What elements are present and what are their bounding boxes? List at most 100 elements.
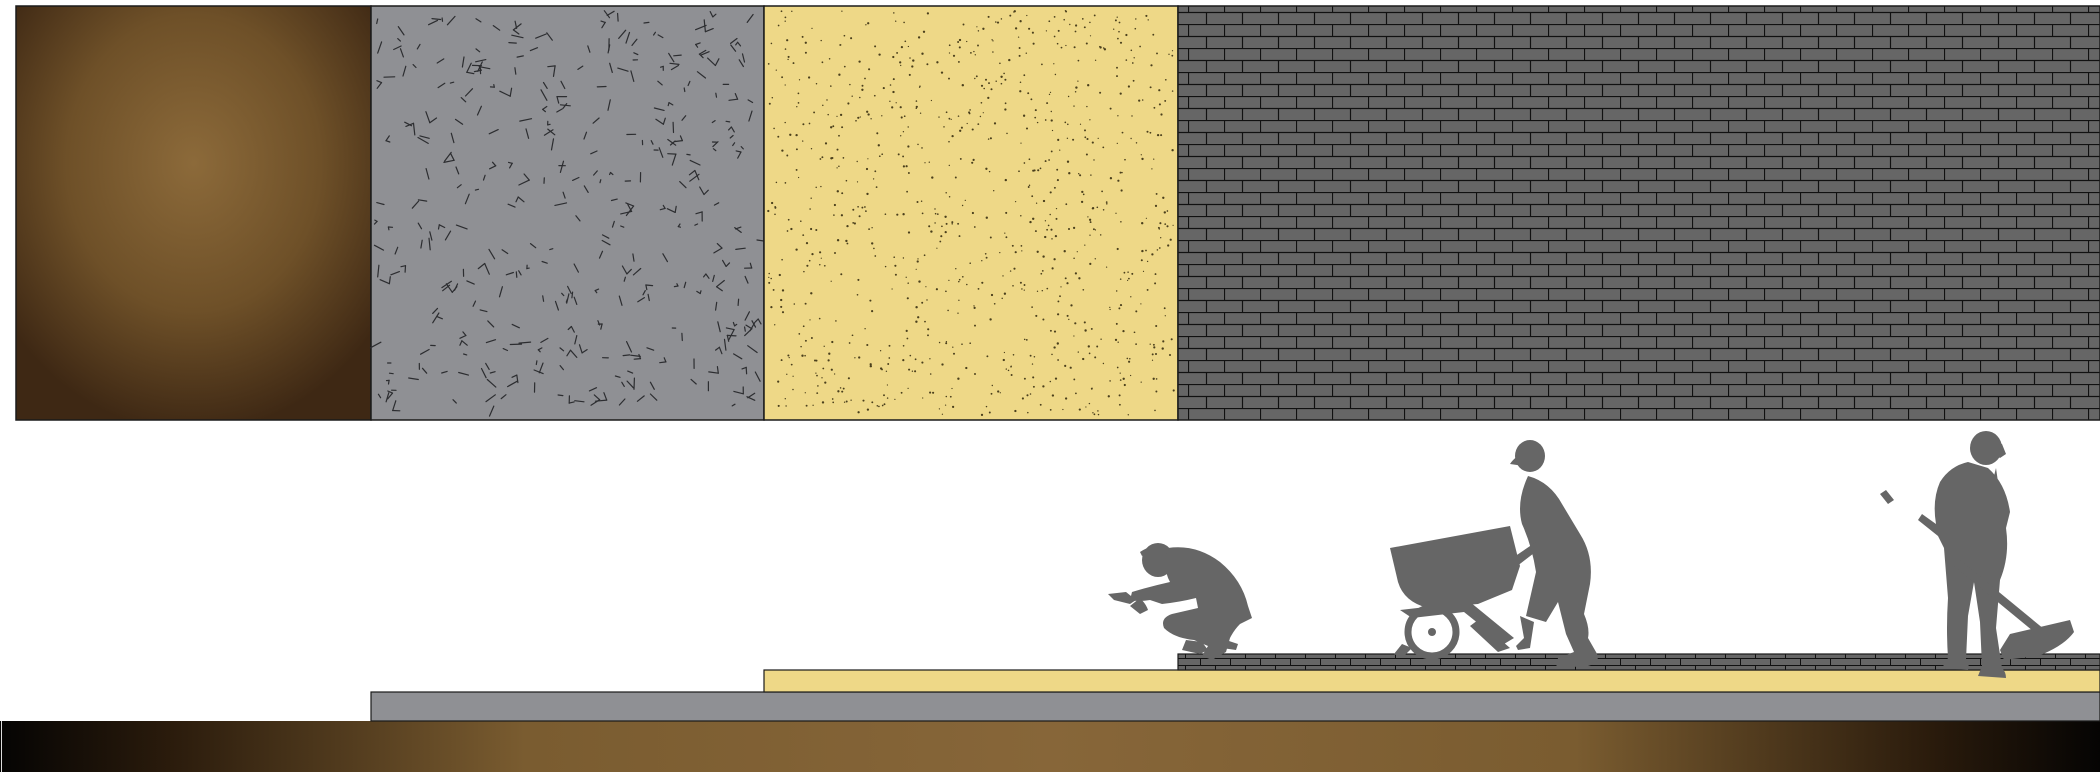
sand-texture-dot bbox=[856, 293, 859, 296]
sand-texture-dot bbox=[1127, 85, 1131, 88]
gravel-texture-mark bbox=[732, 353, 743, 360]
sand-texture-dot bbox=[878, 155, 881, 158]
sand-texture-dot bbox=[943, 126, 945, 128]
sand-texture-dot bbox=[948, 77, 950, 80]
gravel-texture-mark bbox=[757, 318, 762, 325]
sand-texture-dot bbox=[842, 387, 845, 390]
sand-texture-dot bbox=[1129, 374, 1132, 377]
sand-texture-dot bbox=[1127, 271, 1129, 273]
sand-texture-dot bbox=[1150, 64, 1153, 67]
sand-texture-dot bbox=[1118, 21, 1121, 24]
sand-texture-dot bbox=[872, 178, 875, 180]
sand-texture-dot bbox=[839, 387, 842, 389]
sand-texture-dot bbox=[1088, 402, 1091, 405]
sand-texture-dot bbox=[1102, 362, 1105, 365]
gravel-texture-mark bbox=[725, 120, 731, 123]
sand-texture-dot bbox=[1019, 281, 1022, 284]
sand-texture-dot bbox=[926, 12, 930, 15]
sand-texture-dot bbox=[894, 264, 897, 267]
sand-texture-dot bbox=[1091, 387, 1093, 389]
sand-texture-dot bbox=[1123, 383, 1126, 387]
sand-texture-dot bbox=[1004, 78, 1007, 81]
sand-texture-dot bbox=[1119, 379, 1122, 381]
sand-texture-dot bbox=[1109, 177, 1113, 180]
sand-texture-dot bbox=[798, 79, 801, 81]
sand-texture-dot bbox=[906, 337, 909, 340]
gravel-texture-mark bbox=[725, 262, 731, 267]
gravel-texture-mark bbox=[464, 193, 470, 205]
sand-texture-dot bbox=[883, 403, 886, 406]
gravel-texture-mark bbox=[451, 286, 458, 293]
sand-texture-dot bbox=[1162, 196, 1165, 199]
paver-layer bbox=[1177, 653, 2100, 671]
gravel-texture-mark bbox=[549, 248, 554, 251]
sand-texture-dot bbox=[1134, 27, 1137, 30]
sand-texture-dot bbox=[985, 167, 988, 170]
sand-texture-dot bbox=[802, 140, 804, 142]
sand-texture-dot bbox=[780, 305, 783, 308]
gravel-texture-mark bbox=[662, 117, 666, 125]
sand-texture-dot bbox=[1012, 285, 1014, 287]
sand-texture-dot bbox=[981, 260, 983, 262]
sand-texture-dot bbox=[815, 372, 817, 374]
sand-texture-dot bbox=[841, 192, 844, 195]
sand-texture-dot bbox=[974, 77, 976, 80]
sand-texture-dot bbox=[1031, 306, 1033, 308]
sand-texture-dot bbox=[944, 230, 947, 234]
sand-texture-dot bbox=[902, 165, 906, 168]
sand-texture-dot bbox=[908, 368, 911, 371]
sand-texture-dot bbox=[1022, 114, 1026, 117]
sand-texture-dot bbox=[866, 408, 870, 411]
gravel-texture-mark bbox=[728, 329, 735, 341]
sand-texture-dot bbox=[900, 64, 902, 67]
sand-texture-dot bbox=[1145, 14, 1148, 17]
sand-texture-dot bbox=[847, 102, 850, 105]
gravel-texture-mark bbox=[512, 29, 520, 35]
sand-texture-dot bbox=[1135, 343, 1137, 345]
gravel-texture-mark bbox=[546, 32, 553, 41]
sand-texture-dot bbox=[952, 346, 954, 348]
sand-texture-dot bbox=[1048, 93, 1051, 96]
gravel-texture-mark bbox=[600, 20, 606, 23]
sand-texture-dot bbox=[804, 339, 807, 342]
sand-texture-dot bbox=[951, 387, 953, 390]
sand-texture-dot bbox=[1073, 378, 1076, 381]
sand-texture-dot bbox=[1051, 129, 1054, 132]
gravel-texture-mark bbox=[508, 161, 513, 164]
sand-texture-dot bbox=[979, 115, 982, 118]
gravel-texture-mark bbox=[699, 290, 702, 295]
sand-texture-dot bbox=[867, 113, 870, 116]
sand-texture-dot bbox=[852, 222, 855, 224]
sand-texture-dot bbox=[1003, 72, 1005, 75]
sand-texture-dot bbox=[906, 297, 909, 300]
sand-texture-dot bbox=[797, 176, 800, 179]
gravel-texture-mark bbox=[500, 394, 507, 400]
gravel-texture-mark bbox=[420, 239, 423, 249]
sand-texture-dot bbox=[1160, 237, 1162, 239]
sand-texture-dot bbox=[977, 287, 980, 290]
sand-texture-dot bbox=[1170, 338, 1173, 341]
sand-texture-dot bbox=[1001, 297, 1003, 300]
sand-texture-dot bbox=[902, 131, 905, 133]
sand-texture-dot bbox=[792, 388, 794, 391]
sand-texture-dot bbox=[1147, 19, 1149, 21]
sand-texture-dot bbox=[1099, 91, 1102, 94]
sand-texture-dot bbox=[843, 401, 846, 403]
sand-texture-dot bbox=[866, 110, 869, 113]
gravel-texture-mark bbox=[657, 34, 664, 39]
gravel-texture-mark bbox=[570, 325, 575, 333]
gravel-texture-mark bbox=[408, 377, 419, 381]
sand-texture-dot bbox=[936, 61, 939, 64]
gravel-texture-mark bbox=[729, 134, 734, 139]
gravel-texture-mark bbox=[394, 246, 399, 255]
gravel-texture-mark bbox=[666, 208, 676, 213]
sand-texture-dot bbox=[851, 95, 853, 97]
sand-texture-dot bbox=[1021, 250, 1023, 252]
sand-texture-dot bbox=[1031, 31, 1034, 34]
gravel-texture-mark bbox=[700, 51, 710, 56]
gravel-texture-mark bbox=[460, 96, 467, 103]
sand-texture-dot bbox=[966, 40, 968, 43]
gravel-texture-mark bbox=[714, 301, 718, 311]
sand-texture-dot bbox=[1123, 271, 1126, 274]
sand-texture-dot bbox=[1167, 244, 1170, 247]
